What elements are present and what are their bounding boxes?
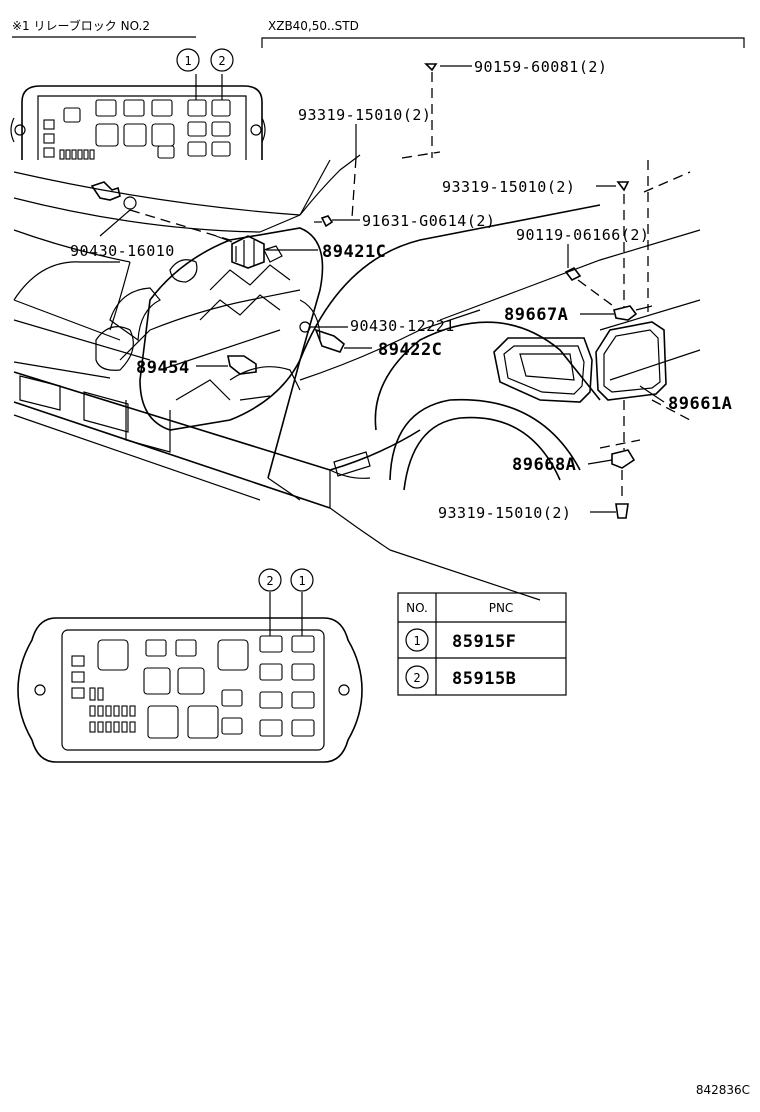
drawing-id: 842836C	[696, 1083, 750, 1097]
ecu-89661a	[595, 321, 667, 401]
model-scope: XZB40,50..STD	[268, 19, 359, 33]
sensor-89454	[227, 355, 257, 375]
callout-93319-15010-b: 93319-15010(2)	[442, 178, 575, 196]
bolt-93319-lower	[615, 503, 629, 519]
leader-lower-b	[599, 439, 641, 449]
leader-bolt-90159-b	[401, 151, 441, 159]
callout-90119-06166: 90119-06166(2)	[516, 226, 649, 244]
sensor-90430-16010	[90, 181, 231, 241]
callout-93319-15010-c: 93319-15010(2)	[438, 504, 571, 522]
leader-93319-c2	[351, 157, 357, 219]
pnc-row-2-value: 85915B	[452, 669, 516, 689]
marker-2-top-label: 2	[218, 54, 225, 68]
relay-block-detail-bottom	[17, 592, 363, 763]
callout-89421c: 89421C	[322, 242, 386, 262]
pnc-table-header-no: NO.	[406, 601, 428, 615]
callout-89661a: 89661A	[668, 394, 732, 414]
pnc-row-1-no: 1	[413, 634, 420, 648]
scope-bracket	[261, 37, 745, 48]
callout-93319-15010-a: 93319-15010(2)	[298, 106, 431, 124]
bolt-90159	[424, 63, 438, 72]
marker-1-bottom	[290, 568, 314, 592]
leader-c12	[639, 385, 665, 403]
marker-2-bottom-label: 2	[266, 574, 273, 588]
leader-bolt-90119	[577, 279, 617, 309]
callout-89422c: 89422C	[378, 340, 442, 360]
ecu-cover-tray	[493, 337, 593, 403]
vehicle-front-illustration	[13, 154, 701, 601]
callout-91631-g0614: 91631-G0614(2)	[362, 212, 495, 230]
relay-block-detail-top	[10, 74, 266, 160]
callout-89668a: 89668A	[512, 455, 576, 475]
pnc-table-header-pnc: PNC	[489, 601, 514, 615]
marker-1-top-label: 1	[184, 54, 191, 68]
ecu-bracket-89668a	[611, 449, 636, 469]
callout-90430-16010: 90430-16010	[70, 242, 175, 260]
callout-90430-12221: 90430-12221	[350, 317, 455, 335]
leader-bolt-93319-upper-b	[643, 171, 691, 193]
pnc-row-1-value: 85915F	[452, 632, 516, 652]
marker-2-bottom	[258, 568, 282, 592]
leader-c6	[99, 209, 131, 237]
pnc-table: NO. PNC 1 85915F 2 85915B	[397, 592, 567, 696]
marker-2-top	[210, 48, 234, 72]
bolt-90119	[564, 266, 582, 282]
ecu-bracket-89667a	[613, 305, 653, 321]
relay-block-title: ※1 リレーブロック NO.2	[12, 18, 150, 33]
pnc-row-1-marker	[405, 628, 429, 652]
callout-89667a: 89667A	[504, 305, 568, 325]
marker-1-bottom-label: 1	[298, 574, 305, 588]
pnc-row-2-marker	[405, 665, 429, 689]
leader-ecu-b	[651, 399, 691, 421]
bolt-91631	[314, 215, 334, 228]
leader-c13	[587, 459, 613, 465]
marker-1-top	[176, 48, 200, 72]
callout-90159-60081: 90159-60081(2)	[474, 58, 607, 76]
callout-89454: 89454	[136, 358, 190, 378]
pnc-row-2-no: 2	[413, 671, 420, 685]
bolt-93319-upper	[616, 181, 630, 192]
